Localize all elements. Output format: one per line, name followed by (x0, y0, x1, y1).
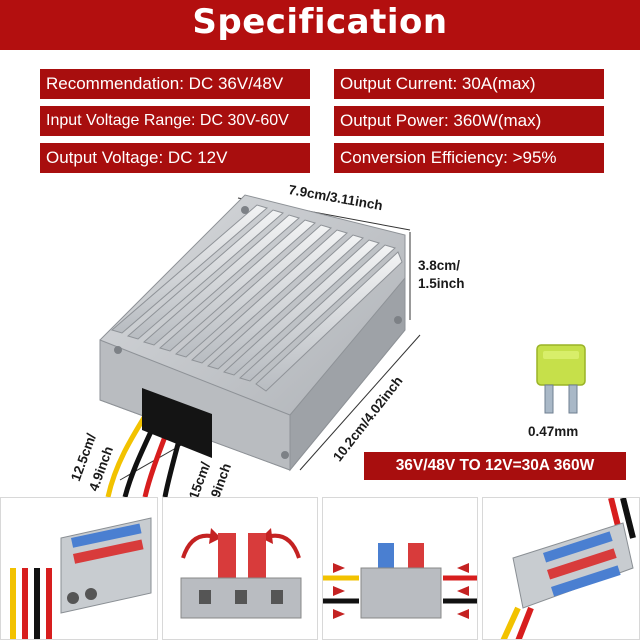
panel-insert-wires (322, 497, 478, 640)
headline-banner: 36V/48V TO 12V=30A 360W (364, 452, 626, 480)
rotate-arrow-icon (181, 533, 212, 559)
fuse-icon (536, 344, 586, 414)
dim-height-in: 1.5inch (418, 276, 465, 291)
dim-fuse-size: 0.47mm (528, 424, 579, 439)
dim-height-cm: 3.8cm/ (418, 258, 461, 273)
heat-sink-fins (110, 204, 403, 392)
cable-gland (142, 388, 212, 458)
push-arrow-icon (333, 563, 469, 619)
converter-housing (99, 194, 406, 472)
panel-installed-connector (482, 497, 640, 640)
spec-output-current: Output Current: 30A(max) (334, 69, 604, 99)
page-title: Specification (192, 2, 448, 42)
spec-recommendation: Recommendation: DC 36V/48V (40, 69, 310, 99)
panel-open-levers (162, 497, 318, 640)
spec-output-power: Output Power: 360W(max) (334, 106, 604, 136)
spec-efficiency: Conversion Efficiency: >95% (334, 143, 604, 173)
spec-input-voltage: Input Voltage Range: DC 30V-60V (40, 106, 310, 136)
converter-illustration (99, 194, 586, 497)
title-banner (0, 0, 640, 50)
panel-connector-wires (0, 497, 158, 640)
rotate-arrow-icon (270, 533, 301, 559)
spec-output-voltage: Output Voltage: DC 12V (40, 143, 310, 173)
